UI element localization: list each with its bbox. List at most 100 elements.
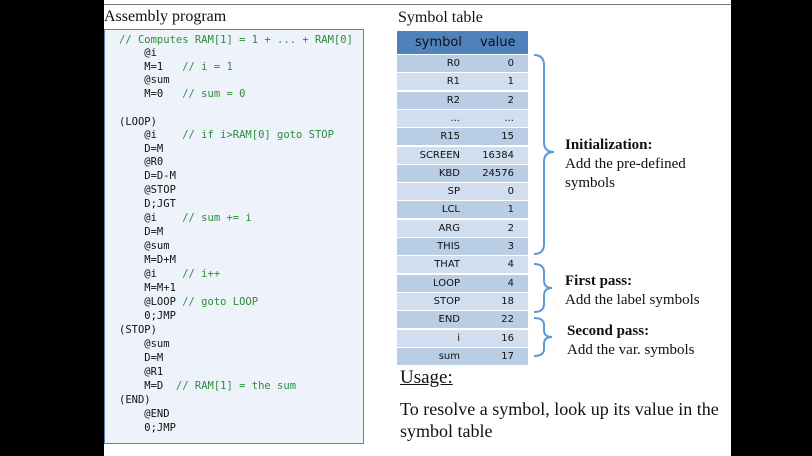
symbol-name-cell: R0 [446, 58, 460, 69]
code-comment: // sum += i [182, 212, 252, 224]
symbol-name-cell: LCL [441, 204, 460, 216]
code-text: M=0 [119, 88, 183, 100]
code-line: @END [119, 408, 170, 421]
symbol-table-header: symbol value [397, 31, 528, 54]
code-text: D=M [119, 143, 164, 155]
second-pass-title: Second pass: [567, 323, 650, 339]
symbol-name-cell: sum [438, 350, 460, 362]
second-pass-note: Second pass: Add the var. symbols [567, 322, 695, 360]
code-text: @LOOP [119, 296, 183, 308]
code-text: @i [119, 129, 183, 141]
symbol-value-cell: 1 [507, 204, 514, 216]
code-text: @END [119, 408, 170, 420]
symbol-table-row: R0 0 [397, 54, 528, 72]
assembly-program-heading: Assembly program [104, 8, 227, 25]
first-pass-brace [533, 263, 553, 313]
symbol-name-cell: R15 [440, 131, 460, 143]
symbol-value-cell: 16384 [482, 149, 514, 161]
code-comment: // RAM[1] = the sum [175, 380, 297, 392]
code-text: M=M+1 [119, 282, 176, 294]
symbol-value-cell: ... [504, 112, 514, 124]
code-text: 0;JMP [119, 310, 176, 322]
symbol-table-row: LOOP 4 [397, 273, 528, 292]
first-pass-text: Add the label symbols [565, 292, 700, 308]
symbol-name-cell: SCREEN [419, 149, 460, 161]
symbol-name-cell: ARG [438, 222, 460, 234]
code-line: M=D // RAM[1] = the sum [119, 380, 296, 393]
code-text: (END) [119, 394, 151, 406]
code-text: (STOP) [119, 324, 157, 336]
symbol-value-cell: 17 [501, 350, 514, 362]
code-text: // Computes RAM[1] = 1 + ... + RAM[0] [119, 34, 353, 46]
second-pass-text: Add the var. symbols [567, 342, 695, 358]
code-line: D=M [119, 226, 163, 239]
code-line: 0;JMP [119, 310, 176, 323]
code-text: @STOP [119, 184, 176, 196]
code-text: M=D [119, 380, 176, 392]
code-text: 0;JMP [119, 422, 176, 434]
code-text: @i [119, 268, 183, 280]
code-text: D=M [119, 352, 164, 364]
assembly-code-box: // Computes RAM[1] = 1 + ... + RAM[0] @i… [104, 29, 364, 444]
code-comment: // i++ [182, 268, 221, 280]
first-pass-note: First pass: Add the label symbols [565, 272, 700, 310]
symbol-name-cell: END [438, 314, 461, 326]
symbol-value-cell: 4 [507, 277, 514, 289]
symbol-name-cell: R2 [446, 94, 460, 106]
code-line: M=D+M [119, 254, 176, 267]
code-comment: // if i>RAM[0] goto STOP [182, 129, 334, 141]
symbol-value-cell: 15 [501, 131, 514, 143]
code-line: @i // sum += i [119, 212, 252, 225]
code-line: @i // if i>RAM[0] goto STOP [119, 129, 334, 142]
symbol-table-row: SCREEN 16384 [397, 145, 528, 164]
code-comment: // i = 1 [182, 61, 233, 73]
code-line: M=0 // sum = 0 [119, 88, 245, 101]
code-line: // Computes RAM[1] = 1 + ... + RAM[0] [119, 34, 353, 47]
initialization-title: Initialization: [565, 137, 653, 153]
code-comment: // goto LOOP [182, 296, 259, 308]
symbol-value-cell: 1 [507, 76, 514, 88]
code-text: @i [119, 47, 157, 59]
edge-mark [104, 30, 110, 42]
code-line: @R1 [119, 366, 163, 379]
initialization-note: Initialization: Add the pre-defined symb… [565, 136, 686, 193]
code-line: @i // i++ [119, 268, 220, 281]
code-text: @i [119, 212, 183, 224]
first-pass-title: First pass: [565, 273, 633, 289]
symbol-value-cell: 0 [507, 58, 514, 69]
second-pass-brace [533, 317, 553, 357]
code-line: D;JGT [119, 198, 176, 211]
symbol-table-row: END 22 [397, 310, 528, 329]
symbol-name-cell: SP [447, 186, 460, 198]
slide: Assembly program Symbol table // Compute… [104, 0, 731, 456]
code-text: @R0 [119, 156, 164, 168]
usage-text: To resolve a symbol, look up its value i… [400, 399, 719, 441]
symbol-table-row: sum 17 [397, 346, 528, 365]
initialization-brace [533, 54, 555, 255]
symbol-value-cell: 2 [507, 94, 514, 106]
symbol-value-cell: 4 [507, 259, 514, 271]
initialization-text-line-2: symbols [565, 175, 616, 191]
top-rule [104, 4, 731, 5]
symbol-name-cell: i [457, 332, 460, 344]
symbol-name-cell: ... [450, 112, 460, 124]
code-line: (STOP) [119, 324, 157, 337]
code-text: @sum [119, 240, 170, 252]
code-line: @STOP [119, 184, 176, 197]
code-line: @R0 [119, 156, 163, 169]
code-line: @sum [119, 240, 170, 253]
symbol-name-cell: STOP [433, 295, 460, 307]
code-text: @R1 [119, 366, 164, 378]
code-text: M=D+M [119, 254, 176, 266]
symbol-value-cell: 22 [501, 314, 514, 326]
symbol-name-cell: R1 [446, 76, 460, 88]
symbol-table-row: R1 1 [397, 72, 528, 91]
symbol-column-header: symbol [415, 35, 462, 50]
code-line: M=1 // i = 1 [119, 61, 233, 74]
symbol-name-cell: LOOP [433, 277, 460, 289]
code-text: (LOOP) [119, 116, 157, 128]
